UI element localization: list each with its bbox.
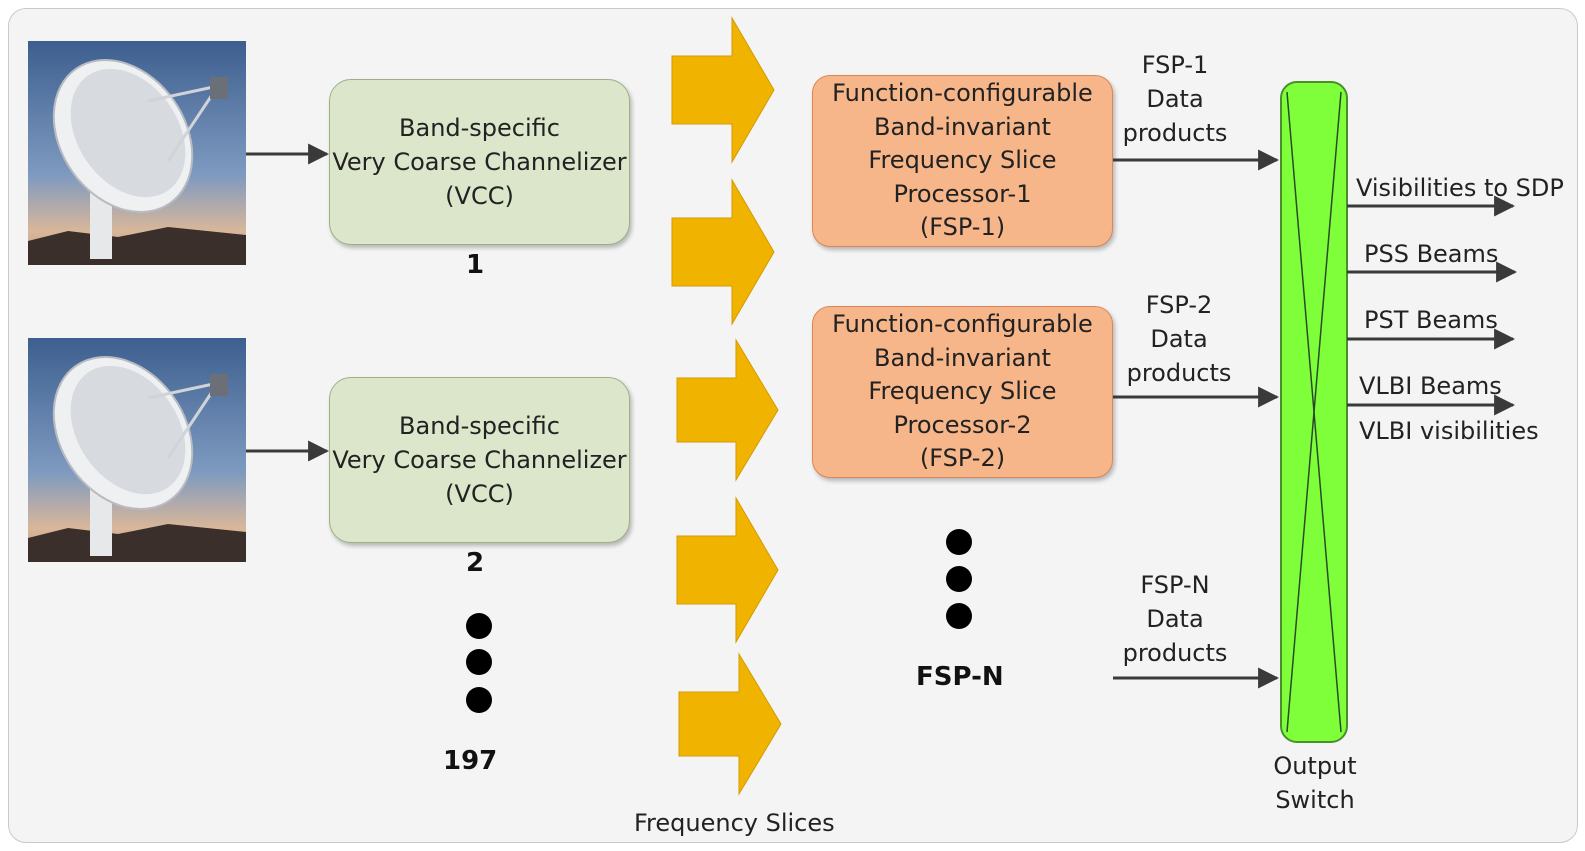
vcc-box-1-line1: Band-specific — [399, 114, 560, 142]
vcc-box-1-line2: Very Coarse Channelizer — [332, 148, 627, 176]
frequency-slice-arrow-1 — [671, 16, 775, 164]
output-switch-cross-2 — [1286, 91, 1342, 733]
output-switch-label: Output Switch — [1273, 752, 1357, 814]
fsp-box-1: Function-configurable Band-invariant Fre… — [812, 75, 1113, 247]
fsp-last-label: FSP-N — [916, 662, 1004, 692]
frequency-slice-arrow-4 — [676, 496, 779, 644]
ellipsis-dot-fsp-3 — [946, 603, 972, 629]
vcc-number-last: 197 — [443, 746, 498, 776]
vcc-box-1: Band-specific Very Coarse Channelizer (V… — [329, 79, 630, 245]
frequency-slices-label: Frequency Slices — [634, 809, 835, 837]
fsp-box-2: Function-configurable Band-invariant Fre… — [812, 306, 1113, 478]
ellipsis-dot-fsp-2 — [946, 566, 972, 592]
ellipsis-dot-vcc-3 — [466, 687, 492, 713]
output-label-pss-beams: PSS Beams — [1364, 240, 1499, 268]
antenna-dish-image-2 — [28, 338, 246, 562]
output-label-vlbi-visibilities: VLBI visibilities — [1359, 417, 1539, 445]
output-label-vlbi-beams: VLBI Beams — [1359, 372, 1502, 400]
frequency-slice-arrow-3 — [676, 338, 779, 482]
vcc-box-2-line3: (VCC) — [445, 480, 514, 508]
vcc-box-2-line1: Band-specific — [399, 412, 560, 440]
vcc-box-2: Band-specific Very Coarse Channelizer (V… — [329, 377, 630, 543]
data-products-label-2: FSP-2 Data products — [1126, 291, 1232, 387]
ellipsis-dot-vcc-2 — [466, 649, 492, 675]
vcc-box-2-line2: Very Coarse Channelizer — [332, 446, 627, 474]
ellipsis-dot-fsp-1 — [946, 529, 972, 555]
ellipsis-dot-vcc-1 — [466, 613, 492, 639]
output-label-visibilities-sdp: Visibilities to SDP — [1356, 174, 1564, 202]
antenna-dish-image-1 — [28, 41, 246, 265]
vcc-box-1-line3: (VCC) — [445, 182, 514, 210]
vcc-number-2: 2 — [466, 548, 485, 578]
vcc-number-1: 1 — [466, 250, 485, 280]
frequency-slice-arrow-2 — [671, 178, 775, 326]
data-products-label-1: FSP-1 Data products — [1122, 51, 1228, 147]
frequency-slice-arrow-5 — [678, 652, 782, 796]
data-products-label-n: FSP-N Data products — [1122, 571, 1228, 667]
output-label-pst-beams: PST Beams — [1364, 306, 1498, 334]
